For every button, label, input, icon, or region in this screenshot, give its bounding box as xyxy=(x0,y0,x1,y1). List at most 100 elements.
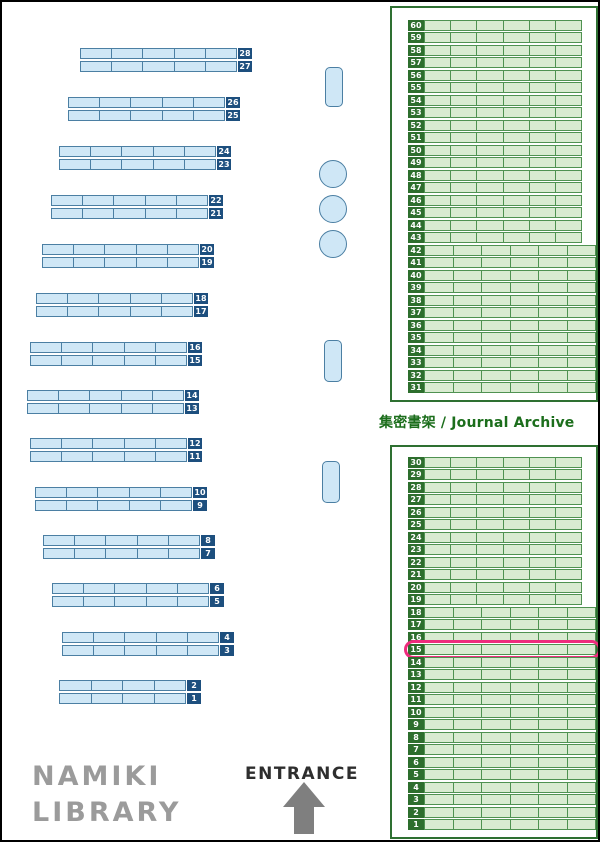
journal-archive-label: 集密書架 / Journal Archive xyxy=(379,415,575,431)
shelf-segment xyxy=(556,458,581,467)
shelf-segment xyxy=(511,321,539,330)
shelf-segment xyxy=(60,681,92,690)
archive-row-bar xyxy=(424,70,582,81)
shelf-segment xyxy=(477,558,504,567)
shelf-segment xyxy=(454,783,482,792)
shelf-segment xyxy=(425,683,454,692)
shelf-segment xyxy=(556,108,581,117)
shelf-segment xyxy=(511,258,539,267)
shelf-segment xyxy=(451,208,478,217)
shelf-segment xyxy=(122,160,154,169)
shelf-segment xyxy=(482,783,511,792)
shelf-segment xyxy=(94,646,126,655)
shelf-segment xyxy=(68,307,100,316)
shelf-bar xyxy=(59,693,186,704)
shelf-bar xyxy=(35,500,192,511)
shelf-segment xyxy=(185,160,215,169)
shelf-number-tag: 4 xyxy=(220,632,234,643)
shelf-segment xyxy=(425,96,452,105)
shelf-segment xyxy=(425,346,454,355)
shelf-segment xyxy=(125,343,156,352)
shelf-segment xyxy=(43,245,75,254)
shelf-segment xyxy=(482,246,511,255)
shelf-bar xyxy=(27,403,184,414)
shelf-segment xyxy=(556,545,581,554)
shelf-segment xyxy=(112,62,144,71)
shelf-segment xyxy=(99,294,131,303)
shelf-segment xyxy=(482,670,511,679)
shelf-segment xyxy=(511,720,539,729)
shelf-segment xyxy=(425,658,454,667)
shelf-segment xyxy=(539,296,568,305)
archive-row-tag: 8 xyxy=(408,732,424,743)
shelf-bar xyxy=(62,632,219,643)
archive-row-tag: 57 xyxy=(408,57,424,68)
shelf-segment xyxy=(477,96,504,105)
shelf-segment xyxy=(206,62,236,71)
shelf-segment xyxy=(556,508,581,517)
shelf-segment xyxy=(530,196,556,205)
archive-row-tag: 29 xyxy=(408,469,424,480)
shelf-segment xyxy=(451,83,478,92)
archive-row-bar xyxy=(424,195,582,206)
shelf-bar xyxy=(36,306,193,317)
archive-row-tag: 54 xyxy=(408,95,424,106)
shelf-segment xyxy=(115,584,147,593)
shelf-segment xyxy=(568,770,596,779)
shelf-segment xyxy=(100,98,132,107)
shelf-segment xyxy=(93,356,125,365)
shelf-segment xyxy=(143,62,175,71)
shelf-segment xyxy=(482,808,511,817)
archive-row-bar xyxy=(424,132,582,143)
shelf-number-tag: 26 xyxy=(226,97,240,108)
archive-row-tag: 34 xyxy=(408,345,424,356)
shelf-bar xyxy=(36,293,193,304)
shelf-segment xyxy=(556,221,581,230)
shelf-segment xyxy=(31,439,63,448)
shelf-segment xyxy=(568,271,596,280)
shelf-segment xyxy=(568,620,596,629)
archive-row-tag: 20 xyxy=(408,582,424,593)
shelf-segment xyxy=(425,333,454,342)
shelf-segment xyxy=(185,147,215,156)
shelf-segment xyxy=(556,21,581,30)
shelf-segment xyxy=(177,196,207,205)
archive-row-bar xyxy=(424,20,582,31)
shelf-segment xyxy=(504,96,530,105)
shelf-segment xyxy=(425,720,454,729)
shelf-segment xyxy=(530,33,556,42)
shelf-segment xyxy=(556,158,581,167)
shelf-segment xyxy=(530,46,556,55)
archive-row-bar xyxy=(424,707,596,718)
shelf-number-tag: 9 xyxy=(193,500,207,511)
archive-row-tag: 9 xyxy=(408,719,424,730)
archive-row-tag: 46 xyxy=(408,195,424,206)
shelf-segment xyxy=(131,307,162,316)
shelf-segment xyxy=(530,495,556,504)
shelf-segment xyxy=(451,158,478,167)
shelf-segment xyxy=(451,146,478,155)
shelf-segment xyxy=(482,608,511,617)
shelf-segment xyxy=(539,308,568,317)
archive-row-bar xyxy=(424,519,582,530)
shelf-number-tag: 21 xyxy=(209,208,223,219)
shelf-number-tag: 24 xyxy=(217,146,231,157)
archive-row-tag: 58 xyxy=(408,45,424,56)
shelf-segment xyxy=(451,196,478,205)
archive-row-bar xyxy=(424,32,582,43)
shelf-segment xyxy=(530,508,556,517)
shelf-segment xyxy=(138,549,169,558)
shelf-segment xyxy=(530,583,556,592)
archive-row-tag: 30 xyxy=(408,457,424,468)
shelf-segment xyxy=(477,46,504,55)
archive-row-bar xyxy=(424,582,582,593)
shelf-segment xyxy=(539,283,568,292)
shelf-segment xyxy=(425,271,454,280)
shelf-segment xyxy=(454,633,482,642)
shelf-segment xyxy=(504,533,530,542)
shelf-number-tag: 19 xyxy=(200,257,214,268)
shelf-segment xyxy=(106,549,138,558)
shelf-number-tag: 20 xyxy=(200,244,214,255)
shelf-segment xyxy=(477,33,504,42)
shelf-segment xyxy=(482,770,511,779)
